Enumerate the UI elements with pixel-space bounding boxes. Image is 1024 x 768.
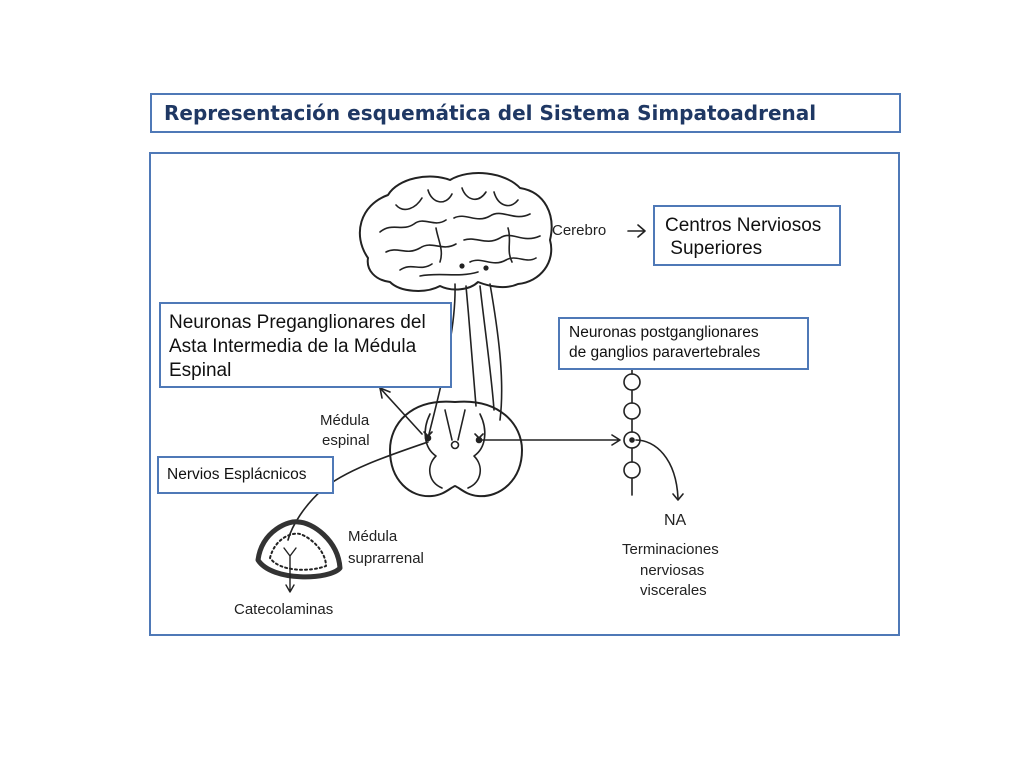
brain-drawing [358,172,553,292]
spinal-cord-section [389,400,523,498]
label-terminaciones-line1: Terminaciones [622,541,719,558]
callout-preganglionares-text: Neuronas Preganglionares del Asta Interm… [169,311,426,383]
callout-nervios-esplacnicos: Nervios Esplácnicos [157,456,334,494]
label-cerebro: Cerebro [552,222,607,239]
label-medula-espinal-line2: espinal [322,432,370,449]
label-medula-suprarrenal-line1: Médula [348,528,398,545]
callout-preganglionares-line3: Espinal [169,360,232,381]
callout-neuronas-preganglionares: Neuronas Preganglionares del Asta Interm… [159,302,452,388]
callout-preganglionares-line2: Asta Intermedia de la Médula [169,336,417,357]
preganglionic-arrow [379,387,423,435]
diagram-title: Representación esquemática del Sistema S… [164,101,817,125]
callout-centros-text: Centros Nerviosos Superiores [665,215,822,259]
efferent-fiber [479,434,621,446]
callout-postganglionares-line2: de ganglios paravertebrales [569,344,761,361]
callout-esplacnicos-text: Nervios Esplácnicos [167,466,307,483]
label-catecolaminas: Catecolaminas [234,601,334,618]
title-box: Representación esquemática del Sistema S… [150,93,901,133]
label-na: NA [664,512,687,529]
label-terminaciones-line3: viscerales [640,582,707,599]
cerebro-arrow [627,224,646,238]
label-medula-espinal-line1: Médula [320,412,370,429]
callout-postganglionares-line1: Neuronas postganglionares [569,324,759,341]
callout-neuronas-postganglionares: Neuronas postganglionares de ganglios pa… [558,317,809,370]
callout-postganglionares-text: Neuronas postganglionares de ganglios pa… [569,323,760,363]
callout-preganglionares-line1: Neuronas Preganglionares del [169,312,426,333]
sympathetic-chain [623,369,684,501]
label-terminaciones-line2: nerviosas [640,562,705,579]
label-medula-suprarrenal-line2: suprarrenal [348,550,424,567]
adrenal-gland [255,519,343,593]
callout-centros-nerviosos: Centros Nerviosos Superiores [653,205,841,266]
preganglionic-arrowhead [379,387,391,399]
